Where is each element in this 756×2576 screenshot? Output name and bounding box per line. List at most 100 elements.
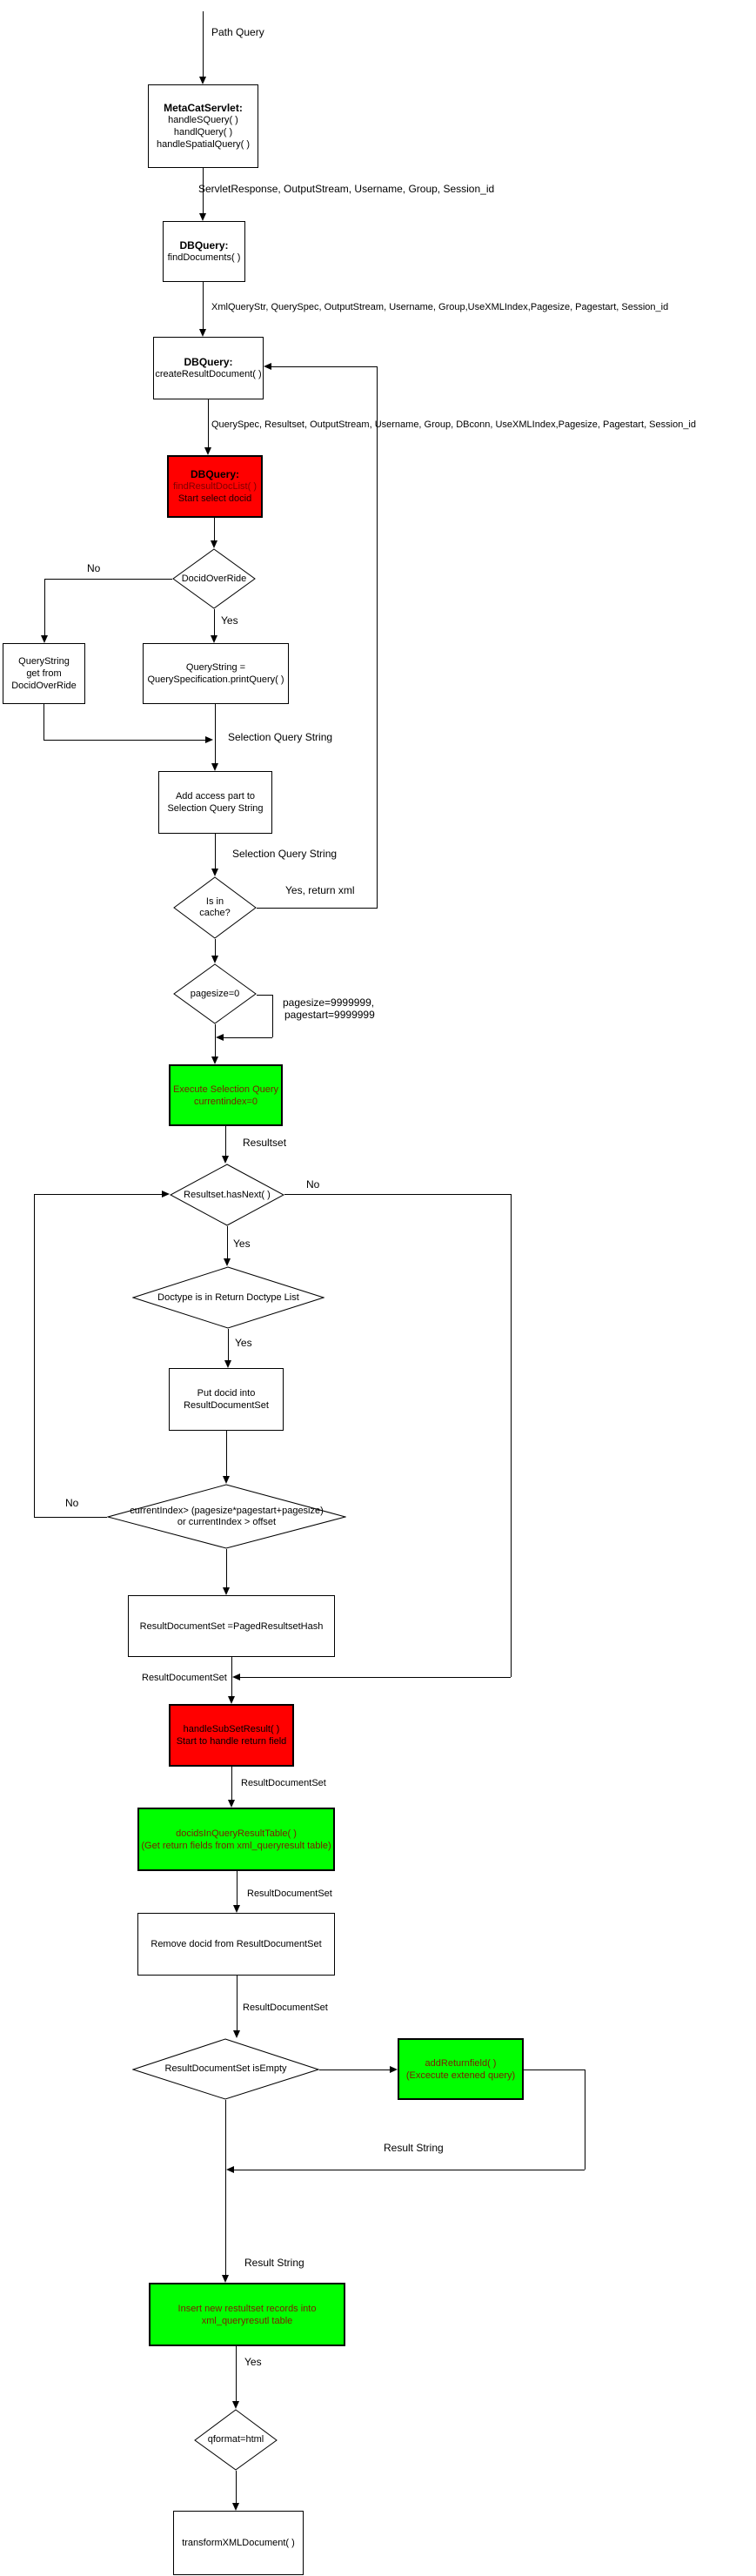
node-title: MetaCatServlet: — [164, 102, 243, 114]
node-db-create-result-document: DBQuery: createResultDocument( ) — [153, 337, 264, 399]
edge-hash-to-subset — [231, 1657, 232, 1696]
edge-cache-yes — [257, 908, 377, 909]
edge-cache-feedback-top — [271, 366, 377, 367]
node-remove-docid: Remove docid from ResultDocumentSet — [137, 1913, 335, 1976]
decision-label: Resultset.hasNext( ) — [184, 1189, 271, 1200]
arrowhead-icon — [204, 447, 211, 455]
edge-label-resultset: Resultset — [243, 1137, 287, 1149]
arrowhead-icon — [224, 1258, 231, 1266]
edge-doctype-yes — [228, 1329, 229, 1360]
node-line: Start to handle return field — [176, 1736, 287, 1747]
edge-putdocid-to-currentindex — [226, 1431, 227, 1476]
diamond-shape-icon — [132, 1266, 324, 1329]
edge-create-to-findlist — [208, 399, 209, 447]
node-db-find-documents: DBQuery: findDocuments( ) — [163, 221, 245, 282]
node-line: docidsInQueryResultTable( ) — [176, 1828, 297, 1839]
node-line: QueryString = — [185, 662, 246, 673]
node-line: (Excecute extened query) — [405, 2070, 516, 2081]
edge-label-resultdocumentset-4: ResultDocumentSet — [243, 2002, 328, 2013]
edge-label-no-2: No — [306, 1178, 320, 1191]
arrowhead-icon — [233, 2030, 240, 2038]
edge-pagesize-loop-v — [272, 995, 273, 1037]
node-line: Execute Selection Query — [172, 1083, 279, 1095]
decision-label: qformat=html — [207, 2434, 264, 2445]
edge-label-pagesize-line2: pagestart=9999999 — [284, 1009, 375, 1021]
arrowhead-icon — [232, 1674, 240, 1680]
node-line: xml_queryresutl table — [201, 2315, 293, 2326]
edge-label-selection-query-string-2: Selection Query String — [232, 848, 338, 860]
arrowhead-icon — [390, 2066, 398, 2073]
decision-label: ResultDocumentSet isEmpty — [164, 2063, 287, 2074]
node-line: ResultDocumentSet =PagedResultsetHash — [139, 1620, 324, 1632]
edge-label-selection-query-string-1: Selection Query String — [228, 731, 333, 743]
node-handle-subset-result: handleSubSetResult( ) Start to handle re… — [169, 1704, 294, 1767]
node-transform-xml-document: transformXMLDocument( ) — [173, 2511, 304, 2575]
edge-findlist-to-override — [214, 518, 215, 540]
decision-label: or currentIndex > offset — [177, 1516, 277, 1527]
arrowhead-icon — [226, 2166, 234, 2173]
edge-access-to-cache — [215, 834, 216, 869]
edge-qformat-to-transform — [236, 2471, 237, 2503]
node-querystring-from-override: QueryString get from DocidOverRide — [3, 643, 85, 704]
arrowhead-icon — [222, 1156, 229, 1164]
edge-cache-feedback-vert — [377, 366, 378, 909]
arrowhead-icon — [211, 635, 217, 643]
arrowhead-icon — [199, 329, 206, 337]
node-line: handlQuery( ) — [173, 127, 233, 138]
edge-label-xml-query-params: XmlQueryStr, QuerySpec, OutputStream, Us… — [211, 302, 669, 312]
edge-hasnext-no-return — [240, 1677, 511, 1678]
decision-currentindex: currentIndex> (pagesize*pagestart+pagesi… — [107, 1484, 346, 1549]
edge-label-query-spec-params: QuerySpec, Resultset, OutputStream, User… — [211, 419, 696, 430]
node-line: handleSQuery( ) — [168, 115, 238, 125]
edge-label-result-string-1: Result String — [384, 2142, 444, 2154]
edge-merge-left-h — [43, 740, 205, 741]
node-line: DocidOverRide — [11, 681, 77, 691]
node-title: DBQuery: — [184, 356, 233, 368]
arrowhead-icon — [211, 869, 218, 876]
edge-override-no-h — [44, 579, 172, 580]
edge-label-yes-2: Yes — [233, 1238, 251, 1250]
arrowhead-icon — [162, 1191, 170, 1197]
arrowhead-icon — [211, 1057, 218, 1064]
diamond-shape-icon — [194, 2409, 278, 2471]
edge-label-result-string-2: Result String — [244, 2257, 304, 2269]
diamond-shape-icon — [172, 548, 256, 609]
edge-hasnext-yes — [227, 1226, 228, 1258]
node-metacat-servlet: MetaCatServlet: handleSQuery( ) handlQue… — [148, 84, 258, 168]
decision-pagesize-zero: pagesize=0 — [173, 963, 257, 1024]
edge-label-no-1: No — [87, 562, 101, 574]
node-line: get from — [26, 668, 62, 679]
arrowhead-icon — [205, 736, 213, 743]
node-title: DBQuery: — [190, 468, 239, 480]
edge-pagesize-to-exec — [215, 1024, 216, 1057]
decision-docid-override: DocidOverRide — [172, 548, 256, 609]
edge-loop-into-hasnext — [34, 1194, 162, 1195]
decision-resultdocumentset-isempty: ResultDocumentSet isEmpty — [132, 2038, 319, 2100]
arrowhead-icon — [223, 1476, 230, 1484]
node-line: Add access part to — [175, 791, 256, 802]
arrowhead-icon — [216, 1034, 224, 1041]
node-line: Start select docid — [177, 493, 252, 504]
edge-start — [203, 11, 204, 77]
arrowhead-icon — [232, 2503, 239, 2511]
edge-label-yes-4: Yes — [244, 2356, 262, 2368]
decision-label: Is in — [205, 896, 224, 907]
arrowhead-icon — [223, 1587, 230, 1595]
edge-finddocs-to-create — [203, 282, 204, 329]
edge-cache-to-pagesize — [215, 939, 216, 956]
node-line: Remove docid from ResultDocumentSet — [151, 1939, 322, 1949]
arrowhead-icon — [211, 763, 218, 771]
node-line: currentindex=0 — [193, 1096, 258, 1107]
decision-label: cache? — [199, 908, 231, 918]
edge-left-loop-v — [34, 1194, 35, 1517]
node-line: QuerySpecification.printQuery( ) — [147, 674, 284, 685]
arrowhead-icon — [228, 1696, 235, 1704]
arrowhead-icon — [199, 77, 206, 84]
edge-label-resultdocumentset-1: ResultDocumentSet — [142, 1673, 227, 1683]
edge-insert-to-qformat — [236, 2346, 237, 2401]
edge-label-yes-1: Yes — [221, 614, 238, 627]
node-db-find-result-doc-list: DBQuery: findResultDocList( ) Start sele… — [167, 455, 263, 518]
edge-merge-left-v — [43, 704, 44, 740]
edge-override-yes — [214, 609, 215, 635]
